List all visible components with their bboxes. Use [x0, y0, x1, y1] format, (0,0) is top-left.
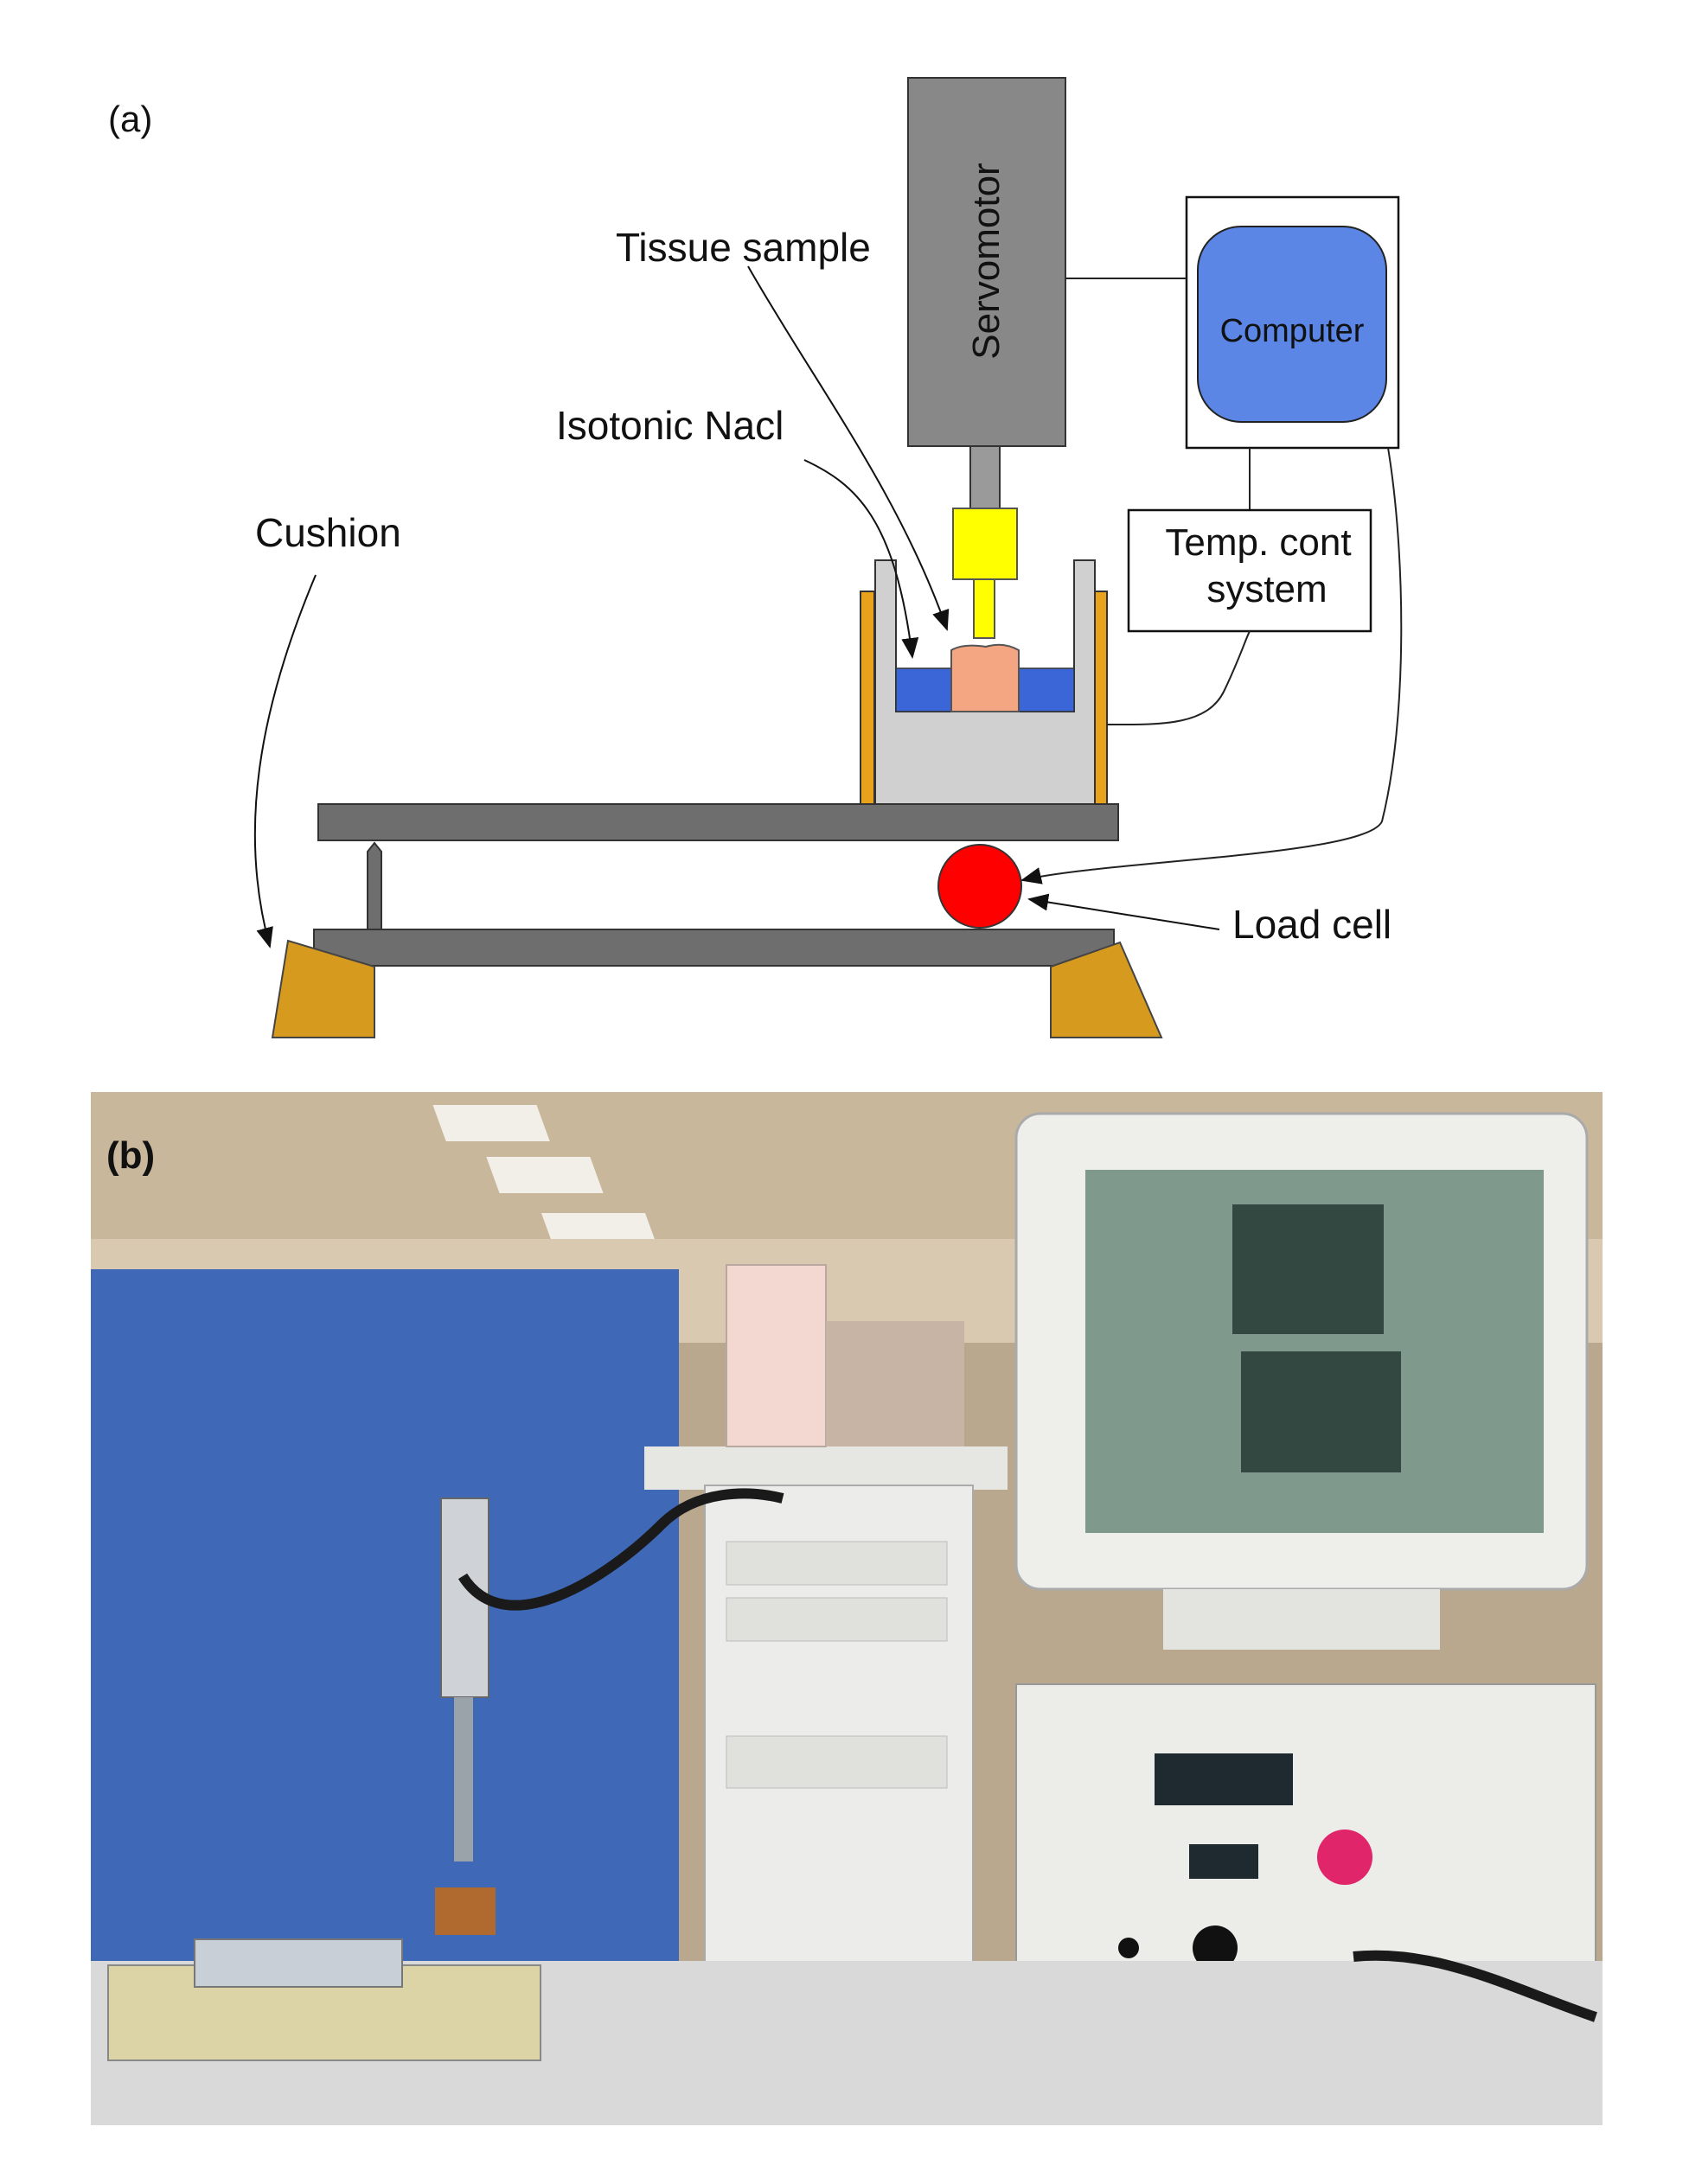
ceiling-light-1 [432, 1105, 550, 1141]
rig-cable [457, 1488, 784, 1611]
tissue-sample-pointer [747, 265, 950, 631]
temp-control-label-line2: system [1206, 568, 1327, 610]
pc-drive-bay-3 [726, 1735, 948, 1789]
shelf-box [826, 1321, 964, 1446]
cushion-left [271, 939, 375, 1038]
upper-plate [317, 803, 1119, 841]
cushion-right [1050, 941, 1163, 1038]
control-display-2 [1189, 1844, 1258, 1879]
lower-plate [313, 929, 1115, 967]
panel-a-label: (a) [108, 99, 152, 139]
tissue-sample [950, 643, 1020, 712]
temp-control-box [1127, 508, 1372, 633]
cushion-pointer [253, 574, 317, 948]
computer-label: Computer [1220, 313, 1365, 349]
ceiling-light-2 [486, 1157, 604, 1193]
rig-shaft [454, 1697, 473, 1862]
control-red-button [1317, 1830, 1372, 1885]
heater-left [860, 591, 875, 810]
pc-drive-bay-1 [726, 1541, 948, 1586]
cushion-label: Cushion [255, 510, 401, 555]
tissue-sample-label: Tissue sample [616, 225, 871, 270]
panel-b-label: (b) [106, 1134, 155, 1177]
rig-bath [435, 1887, 496, 1935]
clamp-stem [973, 578, 995, 639]
bath-temp-link [1106, 630, 1251, 726]
isotonic-nacl-pointer [803, 459, 919, 659]
computer-loadcell-wire [1020, 447, 1403, 884]
servomotor-block [907, 77, 1066, 447]
pivot-post [367, 841, 382, 930]
servomotor-label: Servomotor [965, 163, 1008, 359]
load-cell-label: Load cell [1232, 902, 1392, 947]
load-cell [937, 844, 1022, 929]
shelf [644, 1446, 1008, 1490]
pink-device [726, 1264, 827, 1447]
monitor-stand [1163, 1589, 1440, 1650]
pc-drive-bay-2 [726, 1597, 948, 1642]
control-knob [1193, 1925, 1238, 1970]
control-knob-small [1118, 1938, 1139, 1958]
sample-clamp [952, 508, 1018, 580]
control-cable [1353, 1950, 1597, 2022]
control-display-1 [1155, 1753, 1293, 1805]
load-cell-pointer [1027, 893, 1220, 930]
temp-control-label-line1: Temp. cont [1165, 521, 1351, 564]
screen-plot-1 [1232, 1204, 1384, 1334]
schematic-diagram: (a) Servomotor Computer Temp. cont syste… [108, 77, 1403, 1038]
computer-block [1197, 226, 1387, 423]
isotonic-nacl-label: Isotonic Nacl [556, 403, 784, 448]
blue-partition [91, 1269, 679, 1961]
screen-plot-2 [1241, 1351, 1401, 1472]
rig-platform [194, 1938, 403, 1988]
lab-setup-photo: (b) [91, 1092, 1603, 2125]
servomotor-shaft [969, 445, 1001, 509]
